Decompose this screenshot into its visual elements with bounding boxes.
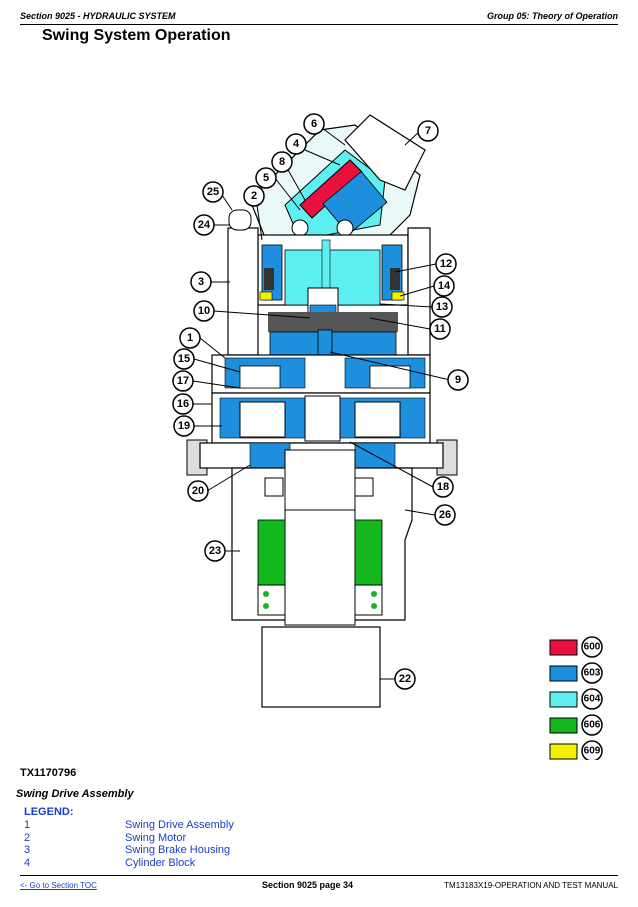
callouts: 1 2 3 4 5 6 7 8 9 10 11 12 13 14 15 16 1… [172,113,469,690]
planetary-section [186,354,458,476]
callout-8: 8 [271,151,306,201]
svg-text:19: 19 [178,420,190,432]
callout-20: 20 [187,464,251,502]
callout-22: 22 [380,668,416,690]
svg-text:15: 15 [178,353,190,365]
callout-26: 26 [404,504,456,526]
callout-5: 5 [255,167,301,211]
swing-drive-diagram: 1 2 3 4 5 6 7 8 9 10 11 12 13 14 15 16 1… [172,113,603,760]
legend-item: 1 Swing Drive Assembly [24,819,324,832]
svg-text:600: 600 [584,642,601,653]
callout-12: 12 [394,253,457,275]
svg-text:604: 604 [584,694,601,705]
svg-text:26: 26 [439,509,451,521]
color-key: 600 603 604 606 609 [549,636,603,760]
group-label: Group 05: Theory of Operation [486,11,618,21]
callout-1: 1 [179,327,226,359]
callout-15: 15 [173,348,241,373]
callout-14: 14 [399,275,455,297]
callout-7: 7 [404,120,439,146]
legend-label: Swing Drive Assembly [125,819,234,831]
legend-title: LEGEND: [24,806,74,818]
svg-text:10: 10 [198,305,210,317]
figure-id: TX1170796 [20,767,77,779]
legend-num: 4 [24,856,31,869]
svg-text:603: 603 [584,668,601,679]
page-header: Section 9025 - HYDRAULIC SYSTEM Group 05… [20,8,618,25]
svg-text:17: 17 [177,375,189,387]
svg-text:23: 23 [209,545,221,557]
legend-item: 4 Cylinder Block [24,857,324,870]
legend-num: 1 [24,819,31,831]
callout-19: 19 [173,415,222,437]
svg-text:6: 6 [311,118,317,130]
callout-2: 2 [243,185,265,241]
swatch-609: 609 [549,740,603,760]
swatch-600: 600 [549,636,603,658]
lower-housing [231,449,413,708]
callout-24: 24 [193,214,229,236]
svg-text:12: 12 [440,258,452,270]
callout-16: 16 [172,393,212,415]
callout-10: 10 [193,300,311,322]
legend-num: 2 [24,831,31,844]
legend-item: 2 Swing Motor [24,832,324,845]
section-label: Section 9025 - HYDRAULIC SYSTEM [20,11,176,21]
svg-text:14: 14 [438,280,451,292]
page-footer: <- Go to Section TOC Section 9025 page 3… [20,875,618,896]
svg-text:11: 11 [434,323,446,335]
svg-text:9: 9 [455,374,461,386]
swatch-604: 604 [549,688,603,710]
svg-text:606: 606 [584,720,601,731]
svg-text:4: 4 [293,138,300,150]
svg-text:2: 2 [251,190,257,202]
callout-9: 9 [329,351,469,391]
legend-label: Cylinder Block [125,856,196,869]
callout-23: 23 [204,540,240,562]
svg-text:609: 609 [584,746,601,757]
callout-4: 4 [285,133,341,166]
legend-num: 3 [24,844,31,857]
legend-item: 3 Swing Brake Housing [24,844,324,857]
callout-17: 17 [172,370,241,392]
svg-text:5: 5 [263,172,269,184]
svg-text:20: 20 [192,485,204,497]
svg-text:7: 7 [425,125,431,137]
legend-list: 1 Swing Drive Assembly 2 Swing Motor 3 Swin… [24,819,324,869]
svg-text:25: 25 [207,186,219,198]
svg-text:3: 3 [198,276,204,288]
callout-18: 18 [349,441,454,498]
callout-3: 3 [190,271,230,293]
legend-label: Swing Brake Housing [125,844,231,857]
svg-text:22: 22 [399,673,411,685]
swatch-606: 606 [549,714,603,736]
figure-caption: Swing Drive Assembly [16,788,134,800]
toc-link[interactable]: <- Go to Section TOC [20,881,97,890]
svg-text:18: 18 [437,481,449,493]
page-number: Section 9025 page 34 [262,880,354,890]
svg-text:16: 16 [177,398,189,410]
legend-label: Swing Motor [125,831,187,844]
callout-6: 6 [303,113,346,146]
svg-text:24: 24 [198,219,211,231]
callout-25: 25 [202,181,233,211]
callout-11: 11 [369,317,451,340]
svg-text:1: 1 [187,332,193,344]
svg-text:13: 13 [436,301,448,313]
svg-text:8: 8 [279,156,285,168]
page-title: Swing System Operation [42,27,231,44]
manual-id: TM13183X19-OPERATION AND TEST MANUAL [444,881,618,890]
callout-13: 13 [379,296,453,318]
swatch-603: 603 [549,662,603,684]
motor-head [249,114,426,251]
